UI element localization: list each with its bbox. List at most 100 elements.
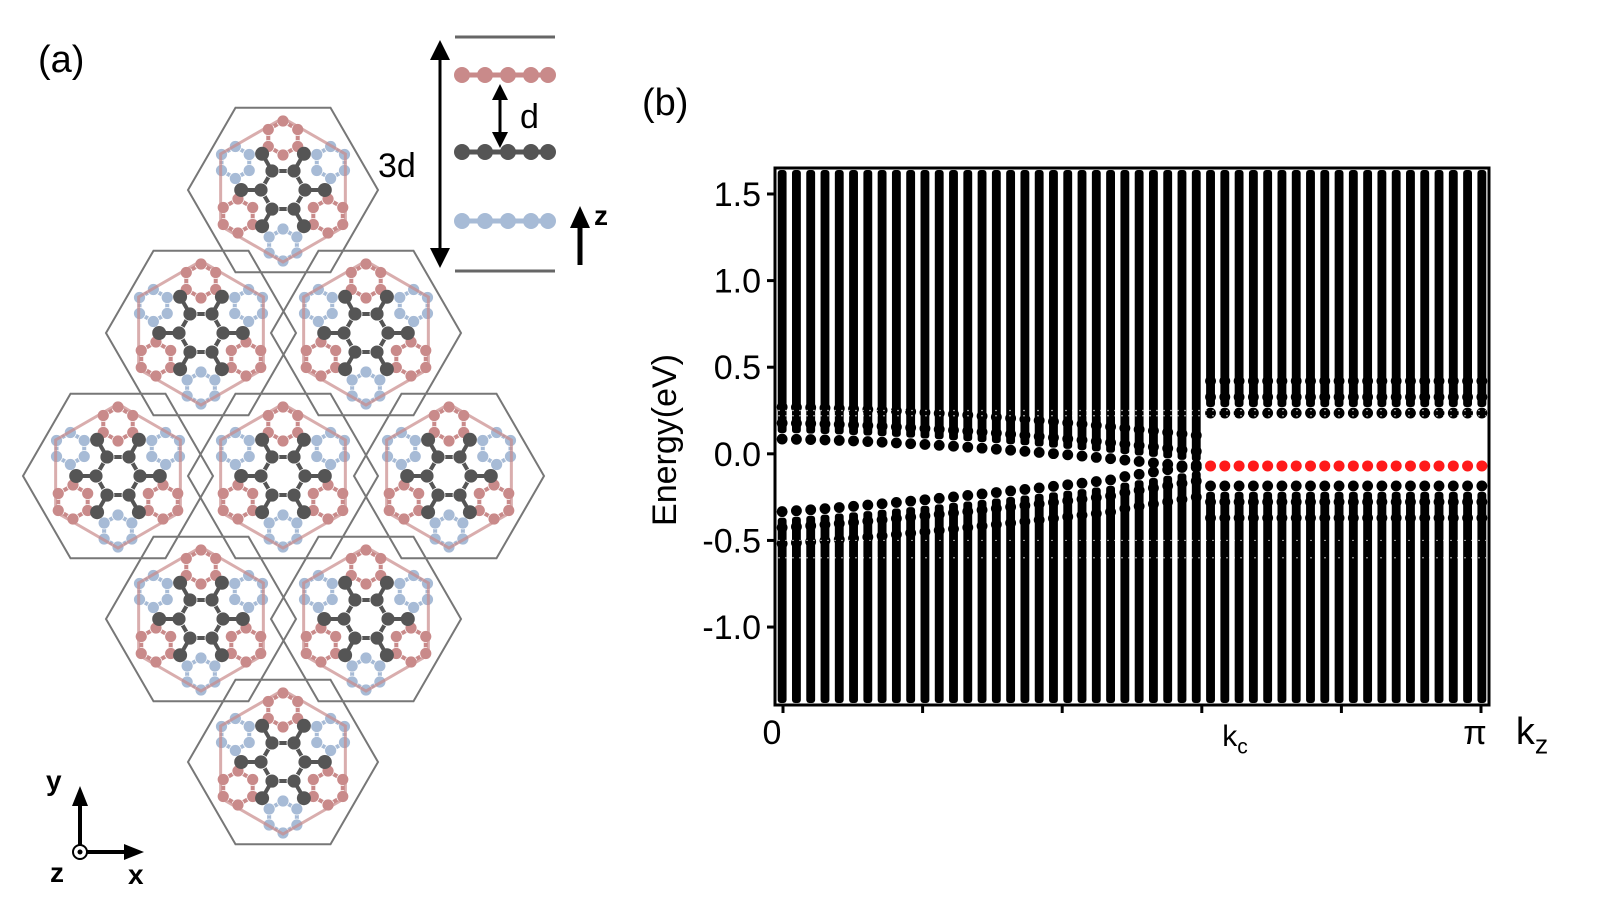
- band-point: [1033, 482, 1045, 494]
- band-point: [1319, 375, 1331, 387]
- y-tick-label: -1.0: [702, 609, 761, 647]
- atom: [421, 505, 436, 520]
- band-point: [933, 492, 945, 504]
- band-point: [1033, 431, 1045, 442]
- band-point: [1233, 375, 1245, 387]
- band-point: [819, 519, 831, 531]
- band-column-lower: [1220, 491, 1230, 703]
- atom: [306, 487, 320, 500]
- band-point: [976, 442, 988, 454]
- band-point: [1319, 512, 1331, 524]
- band-column-upper: [1020, 170, 1030, 446]
- band-point: [948, 440, 959, 452]
- flat-band-point: [1433, 460, 1445, 472]
- band-point: [1405, 496, 1416, 508]
- cell-boundary: [186, 392, 380, 560]
- band-column-lower: [1091, 487, 1101, 703]
- band-point: [1319, 480, 1331, 492]
- band-point: [1290, 512, 1302, 524]
- atom: [329, 344, 343, 357]
- atom: [317, 755, 332, 769]
- band-column-upper: [1034, 170, 1044, 447]
- band-column-lower: [920, 505, 930, 703]
- band-point: [1162, 442, 1174, 454]
- flat-band-point: [1462, 460, 1474, 472]
- band-column-lower: [1234, 491, 1244, 703]
- bond-loop: [219, 688, 347, 836]
- band-column-lower: [806, 515, 816, 703]
- atom: [228, 458, 242, 471]
- band-point: [1133, 456, 1145, 467]
- atom: [63, 458, 77, 471]
- atom: [216, 201, 230, 214]
- band-point: [1405, 480, 1416, 492]
- band-point: [1219, 496, 1231, 508]
- atom: [359, 365, 373, 379]
- atom: [97, 516, 111, 530]
- atom: [131, 432, 146, 447]
- band-point: [890, 421, 902, 433]
- band-point: [1405, 375, 1416, 387]
- band-point: [1476, 375, 1488, 387]
- band-column-upper: [920, 170, 930, 439]
- bond-loop: [219, 116, 347, 264]
- atom: [235, 326, 250, 340]
- band-point: [1090, 508, 1102, 519]
- band-point: [1476, 407, 1488, 419]
- band-point: [1390, 391, 1402, 403]
- band-column-lower: [934, 504, 944, 703]
- band-point: [862, 515, 874, 527]
- band-column-lower: [1448, 491, 1458, 703]
- band-point: [1076, 493, 1088, 505]
- band-point: [1147, 482, 1159, 494]
- band-point: [1390, 480, 1402, 492]
- band-point: [1162, 426, 1174, 438]
- band-point: [1390, 512, 1402, 524]
- atom: [359, 651, 373, 665]
- x-axis-title: kz: [1516, 711, 1548, 760]
- stack-3d-arrow-head-top: [430, 40, 450, 60]
- atom: [145, 434, 159, 447]
- band-column-lower: [1263, 491, 1273, 703]
- atom: [145, 450, 159, 463]
- atom: [500, 67, 516, 83]
- cell-boundary: [21, 392, 215, 560]
- atom: [228, 577, 242, 590]
- band-column-upper: [934, 170, 944, 440]
- band-column-lower: [1320, 491, 1330, 703]
- band-point: [1433, 480, 1445, 492]
- band-point: [1305, 407, 1316, 419]
- band-column-upper: [1006, 170, 1016, 445]
- band-point: [790, 433, 802, 445]
- atom: [477, 144, 493, 160]
- y-tick-label: 0.0: [714, 436, 761, 474]
- band-point: [1276, 391, 1288, 403]
- atom: [246, 487, 260, 500]
- band-point: [1447, 375, 1459, 387]
- atom: [345, 659, 359, 673]
- band-point: [1476, 496, 1488, 508]
- atom: [242, 148, 256, 161]
- band-point: [1333, 391, 1345, 403]
- band-column-upper: [1220, 170, 1230, 408]
- atom: [523, 213, 539, 229]
- band-point: [1333, 496, 1345, 508]
- band-point: [1233, 512, 1245, 524]
- atom: [540, 213, 556, 229]
- atom: [255, 718, 270, 733]
- band-column-lower: [1120, 482, 1130, 703]
- band-point: [990, 411, 1002, 423]
- stack-d-arrow-head-bottom: [492, 132, 508, 148]
- stack-3d-label: 3d: [378, 147, 416, 185]
- band-point: [805, 520, 817, 532]
- band-point: [1376, 375, 1388, 387]
- band-point: [890, 437, 902, 449]
- band-column-upper: [949, 170, 958, 441]
- atom: [171, 487, 185, 500]
- band-point: [1290, 391, 1302, 403]
- atom: [141, 487, 155, 500]
- band-point: [1076, 418, 1088, 430]
- band-point: [1119, 422, 1131, 434]
- band-point: [862, 499, 874, 511]
- atom: [393, 577, 407, 590]
